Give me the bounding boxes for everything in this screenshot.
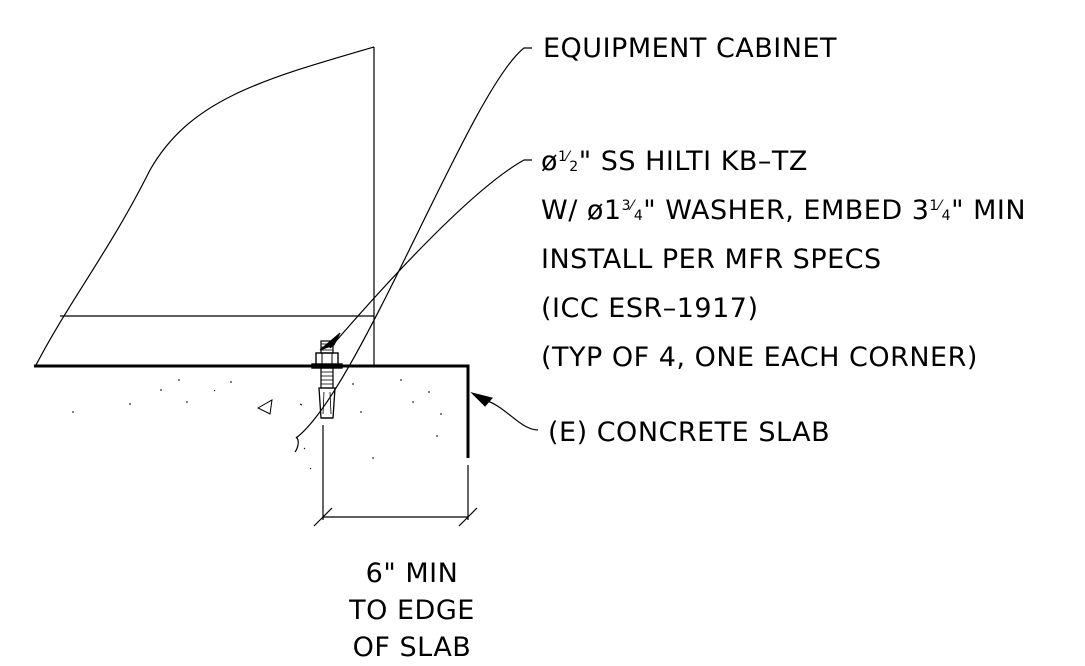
dimension-label: 6" MIN TO EDGE OF SLAB: [348, 558, 475, 663]
leader-cabinet: [295, 47, 532, 439]
concrete-slab: [34, 364, 470, 470]
dimension-label-line2: TO EDGE: [348, 595, 475, 626]
anchor-shank: [320, 367, 334, 389]
slab-arrow-head: [470, 392, 493, 407]
equipment-cabinet: [35, 46, 375, 453]
anchor-note-line3: INSTALL PER MFR SPECS: [541, 244, 882, 275]
cabinet-label: EQUIPMENT CABINET: [543, 33, 837, 64]
dimension-tick-left: [313, 507, 333, 527]
anchor-note-line1: ø1⁄2" SS HILTI KB–TZ: [541, 146, 808, 177]
anchor-note-line4: (ICC ESR–1917): [541, 293, 759, 324]
anchor-bolt: [311, 340, 343, 419]
leader-slab: [470, 392, 539, 431]
cabinet-break-symbol: [294, 436, 299, 453]
dimension-label-line1: 6" MIN: [366, 558, 459, 589]
anchor-note-line5: (TYP OF 4, ONE EACH CORNER): [541, 342, 978, 373]
anchor-nut: [315, 352, 339, 366]
concrete-stipple: [72, 379, 442, 470]
dimension-label-line3: OF SLAB: [353, 632, 472, 663]
cabinet-curved-edge: [35, 46, 375, 366]
anchor-arrow-head: [319, 332, 341, 351]
slab-top-and-edge: [34, 364, 470, 458]
anchor-note: ø1⁄2" SS HILTI KB–TZ W/ ø13⁄4" WASHER, E…: [541, 146, 1026, 373]
anchor-note-line2: W/ ø13⁄4" WASHER, EMBED 31⁄4" MIN: [541, 195, 1026, 226]
slab-label: (E) CONCRETE SLAB: [548, 417, 830, 448]
leader-anchor: [319, 159, 532, 351]
dimension-tick-right: [458, 507, 478, 527]
edge-dimension: [313, 425, 478, 527]
